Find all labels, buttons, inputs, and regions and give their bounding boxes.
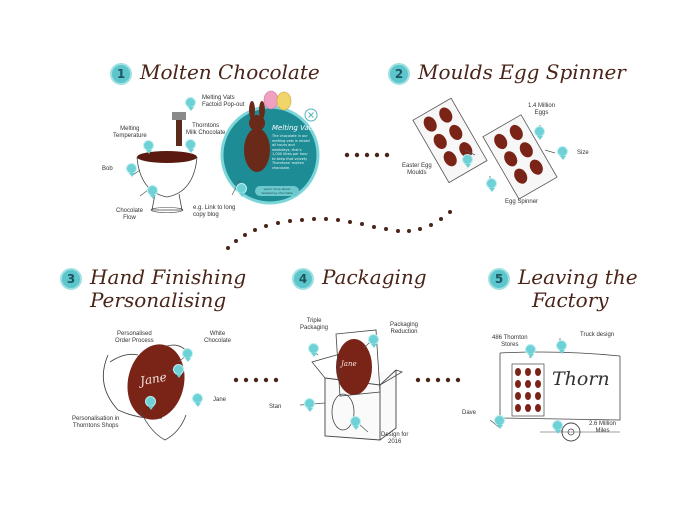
step-1-title: Molten Chocolate [140, 60, 320, 84]
info-pin-million-eggs[interactable] [534, 126, 545, 140]
hand-egg-illustration [102, 344, 191, 441]
label-melting-vats: Melting Vats Factoid Pop-out [202, 95, 245, 108]
info-pin-melting-vats[interactable] [185, 97, 196, 111]
info-pin-link-blog[interactable] [236, 183, 247, 197]
label-personalised-order: Personalised Order Process [115, 331, 154, 344]
popout-body: The chocolate in our melting vats is mix… [272, 134, 310, 170]
label-triple-packaging: Triple Packaging [300, 318, 329, 331]
info-pin-packaging-reduction[interactable] [368, 334, 379, 348]
popout-close-icon[interactable] [305, 109, 317, 121]
label-thorntons-milk: Thorntons Milk Chocolate [186, 123, 226, 136]
label-thorntons-stores: 486 Thornton Stores [492, 335, 528, 348]
step-2-title: Moulds Egg Spinner [418, 60, 626, 84]
step-3-badge: 3 [60, 268, 82, 290]
popout-heading: Melting Vats [272, 124, 316, 132]
popout-circle [220, 90, 320, 205]
info-pin-bob[interactable] [126, 163, 137, 177]
info-pin-design-2016[interactable] [350, 416, 361, 430]
info-pin-thorntons-stores[interactable] [525, 344, 536, 358]
melting-bowl-illustration [136, 112, 198, 213]
popout-learn-more-button[interactable]: Learn more about tempering chocolate [261, 187, 293, 195]
label-dave: Dave [462, 410, 477, 416]
label-personalisation-shops: Personalisation in Thorntons Shops [72, 416, 120, 429]
info-pin-easter-egg-moulds[interactable] [462, 154, 473, 168]
label-white-chocolate: White Chocolate [204, 331, 232, 344]
info-pin-white-chocolate[interactable] [182, 348, 193, 362]
label-million-eggs: 1.4 Million Eggs [528, 103, 556, 116]
label-easter-egg-moulds: Easter Egg Moulds [402, 163, 432, 176]
step-4-title: Packaging [322, 265, 427, 289]
info-pin-dave[interactable] [494, 415, 505, 429]
label-link-blog: e.g. Link to long copy blog [193, 205, 236, 218]
step-2-badge: 2 [388, 63, 410, 85]
info-pin-truck-design[interactable] [556, 340, 567, 354]
label-size: Size [577, 150, 589, 156]
step-3-title-line2: Personalising [90, 288, 227, 312]
label-truck-design: Truck design [580, 332, 615, 338]
truck-illustration [499, 351, 621, 442]
info-pin-egg-spinner[interactable] [486, 178, 497, 192]
step-4-badge: 4 [292, 268, 314, 290]
step-5-title-line1: Leaving the [518, 265, 638, 289]
label-million-miles: 2.6 Million Miles [589, 421, 617, 434]
step-1-badge: 1 [110, 63, 132, 85]
packaging-box-illustration [311, 329, 403, 441]
info-pin-jane[interactable] [192, 393, 203, 407]
label-stan: Stan [269, 404, 282, 410]
label-egg-spinner: Egg Spinner [505, 199, 539, 205]
label-chocolate-flow: Chocolate Flow [116, 208, 144, 221]
info-pin-thorntons-milk[interactable] [185, 139, 196, 153]
label-melting-temperature: Melting Temperature [113, 126, 147, 139]
info-pin-personalised-order[interactable] [173, 364, 184, 378]
info-pin-stan[interactable] [304, 398, 315, 412]
step-5-title-line2: Factory [532, 288, 609, 312]
label-packaging-reduction: Packaging Reduction [390, 322, 419, 335]
info-pin-size[interactable] [557, 146, 568, 160]
step-5-badge: 5 [488, 268, 510, 290]
label-jane: Jane [213, 397, 227, 403]
info-pin-melting-temperature[interactable] [143, 140, 154, 154]
box-egg-personalised-name: Jane [341, 360, 357, 368]
step-3-title-line1: Hand Finishing [90, 265, 247, 289]
info-pin-chocolate-flow[interactable] [147, 185, 158, 199]
label-bob: Bob [102, 166, 113, 172]
label-design-2016: Design for 2016 [381, 432, 409, 445]
truck-logo-text: Thorn [552, 368, 610, 390]
info-pin-triple-packaging[interactable] [308, 343, 319, 357]
info-pin-personalisation-shops[interactable] [145, 396, 156, 410]
info-pin-million-miles[interactable] [552, 420, 563, 434]
dotted-connectors [226, 152, 461, 383]
